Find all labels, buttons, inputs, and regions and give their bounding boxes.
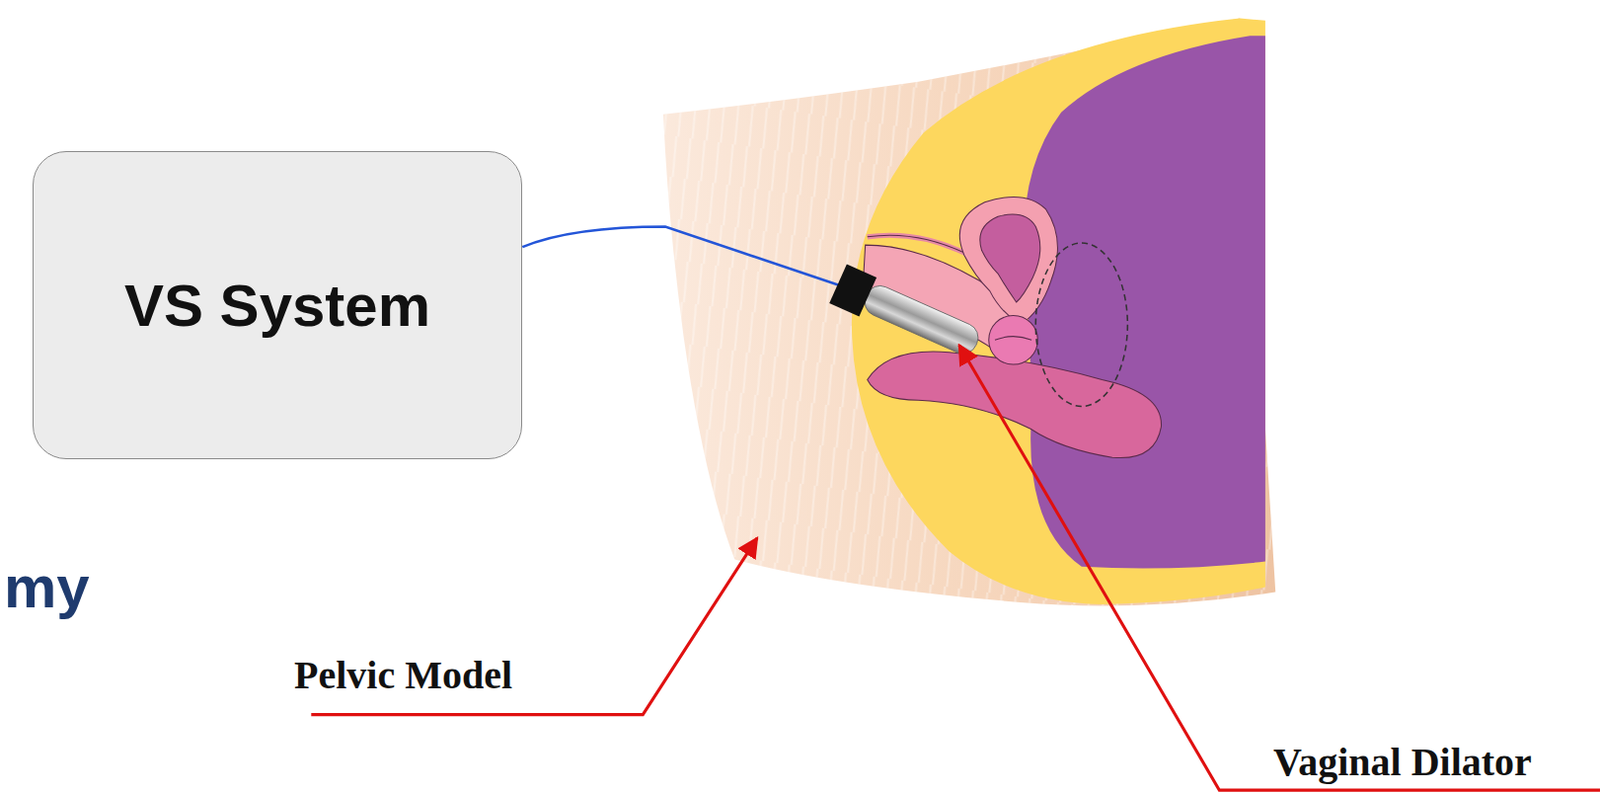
part-label: Pelvic Model <box>294 651 513 698</box>
part-label: Vaginal Dilator <box>1273 738 1532 785</box>
system-box: VS System <box>32 151 523 459</box>
box-title: VS System <box>124 271 431 340</box>
title-fragment: my <box>3 552 90 621</box>
cervix <box>989 314 1039 365</box>
uterus <box>959 196 1058 324</box>
leader-line <box>959 344 1600 790</box>
pelvic-body <box>663 18 1276 607</box>
abdominal-cavity <box>1023 35 1266 568</box>
dilator-wire <box>522 227 847 289</box>
dashed-region <box>1035 242 1128 406</box>
